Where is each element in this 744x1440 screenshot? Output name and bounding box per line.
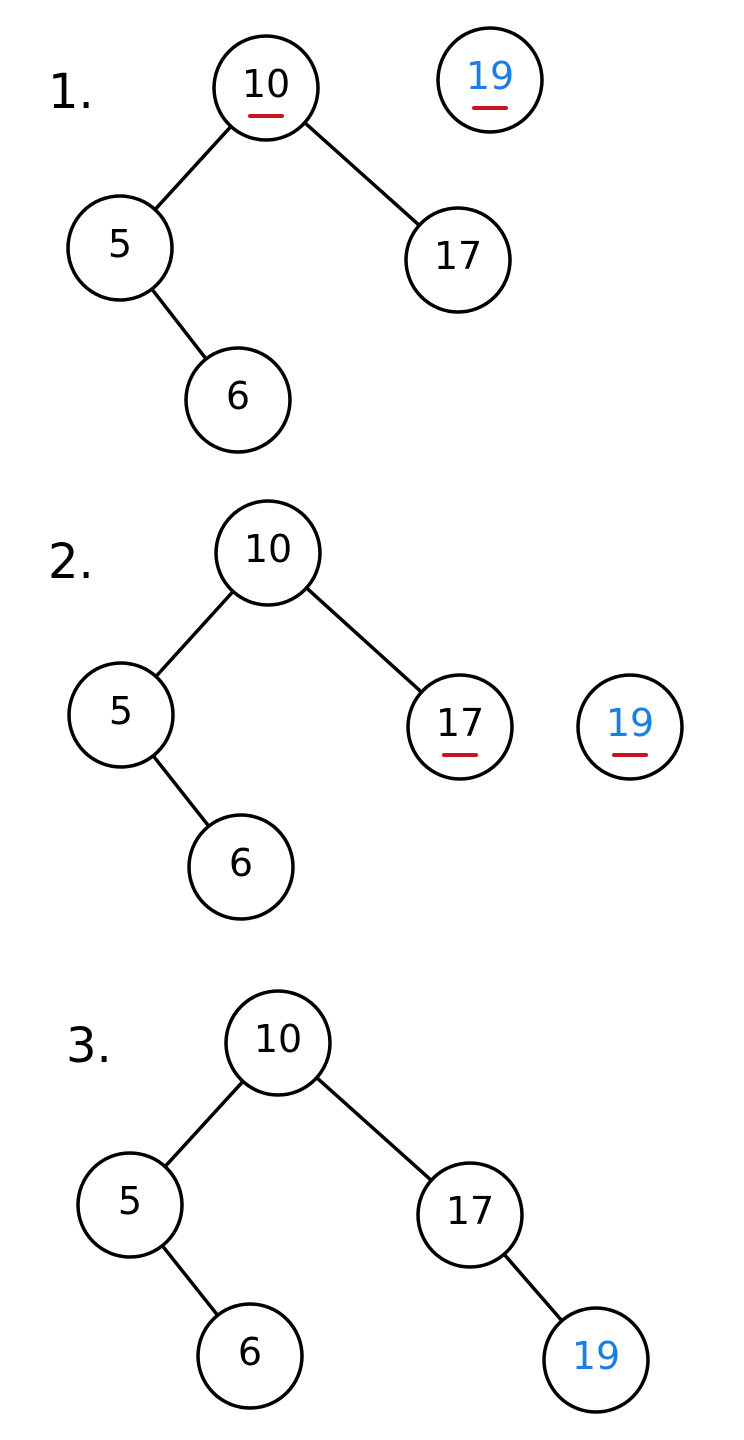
node-circle [66, 194, 174, 302]
step-3-label: 3. [66, 1018, 112, 1074]
edge-10-17 [304, 586, 424, 694]
node-17: 17 [406, 673, 514, 781]
node-10: 10 [214, 499, 322, 607]
step-2-panel: 2. 10 5 17 6 19 [48, 499, 684, 921]
node-circle [214, 499, 322, 607]
node-5: 5 [67, 661, 175, 769]
edge-10-5 [154, 589, 235, 679]
edge-10-5 [153, 124, 233, 212]
node-circle [76, 1151, 184, 1259]
node-value: 19 [572, 1334, 620, 1378]
node-circle [184, 346, 292, 454]
node-value: 10 [244, 527, 292, 571]
node-circle [224, 989, 332, 1097]
node-circle [416, 1161, 524, 1269]
node-value: 5 [108, 222, 132, 266]
node-circle [404, 206, 512, 314]
node-value: 5 [109, 689, 133, 733]
node-value: 10 [254, 1017, 302, 1061]
step-1-panel: 1. 10 5 17 6 19 [48, 26, 544, 454]
node-value: 5 [118, 1179, 142, 1223]
step-3-panel: 3. 10 5 17 6 19 [66, 989, 650, 1414]
node-value: 19 [606, 701, 654, 745]
node-circle [187, 813, 295, 921]
step-2-label: 2. [48, 534, 94, 590]
node-17: 17 [416, 1161, 524, 1269]
node-circle [212, 34, 320, 142]
edge-5-6 [150, 287, 208, 361]
node-value: 17 [434, 234, 482, 278]
node-10: 10 [224, 989, 332, 1097]
node-value: 17 [446, 1189, 494, 1233]
edge-5-6 [151, 754, 211, 828]
node-5: 5 [66, 194, 174, 302]
node-10: 10 [212, 34, 320, 142]
node-6: 6 [196, 1302, 304, 1410]
edge-10-17 [302, 120, 422, 228]
node-circle [196, 1302, 304, 1410]
node-19: 19 [542, 1306, 650, 1414]
node-value: 19 [466, 54, 514, 98]
edge-10-5 [163, 1079, 245, 1169]
node-5: 5 [76, 1151, 184, 1259]
node-6: 6 [184, 346, 292, 454]
node-19: 19 [436, 26, 544, 134]
node-6: 6 [187, 813, 295, 921]
node-circle [542, 1306, 650, 1414]
node-circle [576, 673, 684, 781]
edge-10-17 [314, 1075, 434, 1183]
node-17: 17 [404, 206, 512, 314]
node-19: 19 [576, 673, 684, 781]
node-circle [67, 661, 175, 769]
node-value: 6 [226, 374, 250, 418]
edge-5-6 [160, 1243, 220, 1318]
node-value: 17 [436, 701, 484, 745]
node-circle [436, 26, 544, 134]
step-1-label: 1. [48, 64, 94, 120]
node-value: 6 [238, 1330, 262, 1374]
node-value: 6 [229, 841, 253, 885]
node-circle [406, 673, 514, 781]
node-value: 10 [242, 62, 290, 106]
edge-17-19 [502, 1252, 564, 1323]
